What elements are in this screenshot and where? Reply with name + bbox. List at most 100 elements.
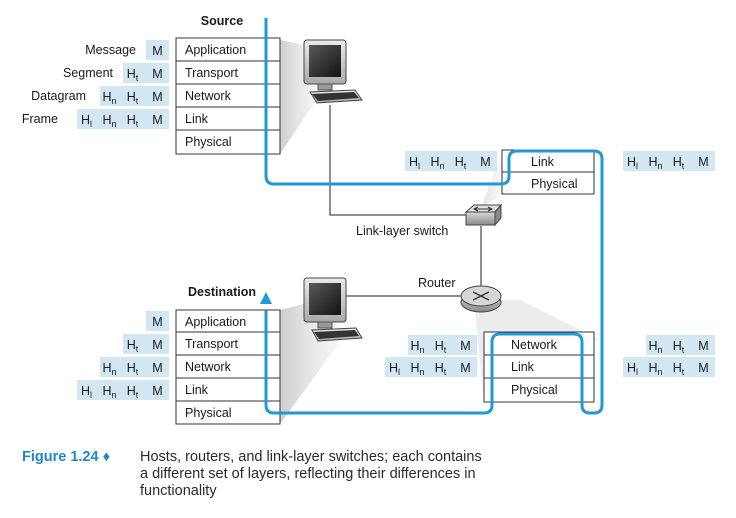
header-cell: Ht xyxy=(673,339,685,355)
header-cell: Hl xyxy=(409,155,420,171)
source-computer-icon xyxy=(303,39,363,104)
header-cell: Hl xyxy=(389,361,400,377)
message-cell: M xyxy=(152,44,162,58)
source-layer-application: Application xyxy=(185,43,246,57)
pdu-name-segment: Segment xyxy=(63,66,114,80)
header-group-background xyxy=(123,63,169,83)
pdu-name-message: Message xyxy=(85,43,136,57)
header-cell: Ht xyxy=(673,155,685,171)
message-cell: M xyxy=(152,315,162,329)
source-to-switch-cable xyxy=(329,105,466,216)
destination-layer-physical: Physical xyxy=(185,406,232,420)
header-group-source-application: M xyxy=(146,40,169,60)
caption-line: Hosts, routers, and link-layer switches;… xyxy=(140,449,482,465)
header-cell: Ht xyxy=(127,113,139,129)
destination-layer-network: Network xyxy=(185,360,232,374)
header-cell: Ht xyxy=(127,90,139,106)
header-group-background xyxy=(146,40,169,60)
header-cell: Ht xyxy=(127,338,139,354)
switch-icon xyxy=(464,203,503,227)
header-cell: Ht xyxy=(127,67,139,83)
header-group-background xyxy=(146,311,169,331)
caption-line: a different set of layers, reflecting th… xyxy=(140,466,476,482)
caption-line: functionality xyxy=(140,483,217,499)
message-cell: M xyxy=(152,338,162,352)
destination-layer-link: Link xyxy=(185,383,209,397)
header-group-background xyxy=(623,151,715,171)
caption-figure-label: Figure 1.24 xyxy=(22,449,99,465)
router-shadow xyxy=(474,300,600,402)
switch-label: Link-layer switch xyxy=(356,224,448,238)
header-group-background xyxy=(408,335,477,355)
header-group-background xyxy=(77,380,169,400)
message-cell: M xyxy=(152,384,162,398)
caption-body: Hosts, routers, and link-layer switches;… xyxy=(140,449,560,500)
destination-title: Destination xyxy=(188,285,256,299)
header-group-destination-application: M xyxy=(146,311,169,331)
source-layer-network: Network xyxy=(185,89,232,103)
pdu-name-frame: Frame xyxy=(22,112,58,126)
header-group-background xyxy=(623,357,715,377)
router-icon xyxy=(460,285,502,313)
message-cell: M xyxy=(698,361,708,375)
header-group-source-transport: Ht M xyxy=(123,63,169,83)
header-cell: Ht xyxy=(435,361,447,377)
source-stack: Application Transport Network Link Physi… xyxy=(175,37,281,155)
header-group-background xyxy=(123,334,169,354)
message-cell: M xyxy=(152,113,162,127)
switch-stack: Link Physical xyxy=(501,149,595,195)
message-cell: M xyxy=(480,155,490,169)
header-cell: Ht xyxy=(127,384,139,400)
header-cell: Hl xyxy=(81,384,92,400)
message-cell: M xyxy=(460,339,470,353)
destination-stack: Application Transport Network Link Physi… xyxy=(175,309,281,425)
header-group-destination-transport: Ht M xyxy=(123,334,169,354)
source-layer-link: Link xyxy=(185,112,209,126)
header-group-background xyxy=(385,357,477,377)
message-cell: M xyxy=(460,361,470,375)
router-layer-network: Network xyxy=(511,338,558,352)
figure-caption: Figure 1.24 ♦ Hosts, routers, and link-l… xyxy=(22,449,622,499)
switch-layer-link: Link xyxy=(531,155,555,169)
message-cell: M xyxy=(698,339,708,353)
header-group-background xyxy=(405,151,497,171)
switch-layer-physical: Physical xyxy=(531,177,578,191)
router-stack: Network Link Physical xyxy=(483,331,595,403)
message-cell: M xyxy=(152,361,162,375)
header-group-background xyxy=(77,109,169,129)
header-cell: Hl xyxy=(81,113,92,129)
router-layer-physical: Physical xyxy=(511,383,558,397)
header-cell: Hl xyxy=(627,155,638,171)
header-cell: Ht xyxy=(127,361,139,377)
message-cell: M xyxy=(152,90,162,104)
destination-layer-transport: Transport xyxy=(185,337,239,351)
message-cell: M xyxy=(698,155,708,169)
switch-shadow xyxy=(470,150,502,215)
source-layer-physical: Physical xyxy=(185,135,232,149)
header-cell: Ht xyxy=(673,361,685,377)
header-group-background xyxy=(100,357,169,377)
router-layer-link: Link xyxy=(511,360,535,374)
pdu-name-datagram: Datagram xyxy=(31,89,86,103)
caption-bullet: ♦ xyxy=(102,449,110,465)
source-title: Source xyxy=(201,14,243,28)
destination-layer-application: Application xyxy=(185,315,246,329)
source-layer-transport: Transport xyxy=(185,66,239,80)
destination-computer-icon xyxy=(303,277,363,342)
header-cell: Ht xyxy=(435,339,447,355)
data-path-line xyxy=(264,18,604,415)
data-path-arrowhead xyxy=(260,292,272,304)
message-cell: M xyxy=(152,67,162,81)
header-group-background xyxy=(646,335,715,355)
